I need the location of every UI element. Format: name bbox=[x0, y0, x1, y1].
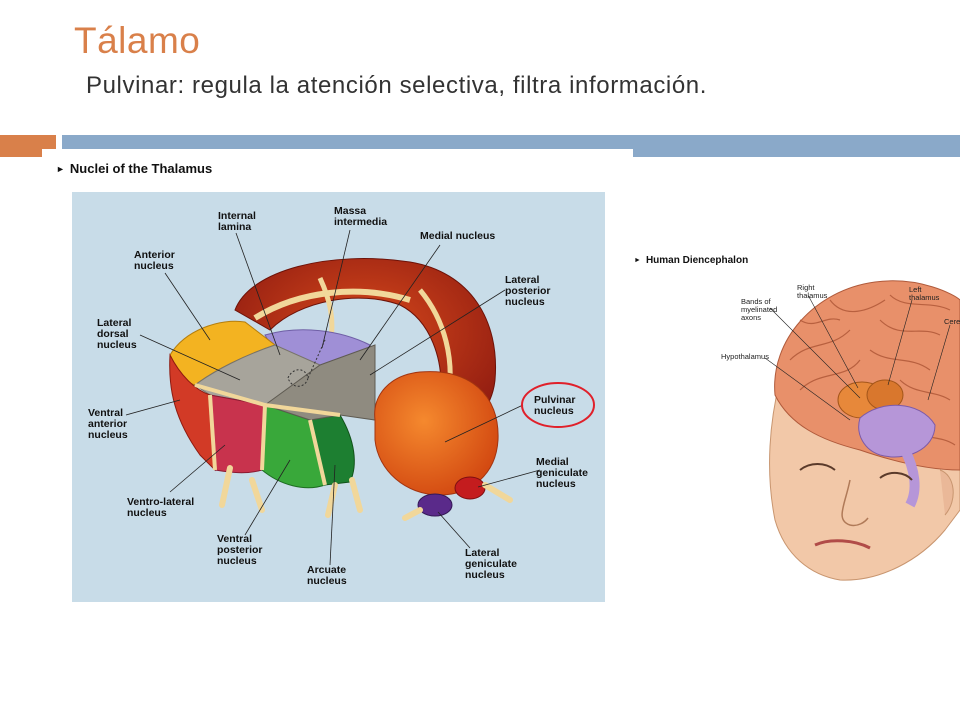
slide-subtitle: Pulvinar: regula la atención selectiva, … bbox=[86, 72, 708, 99]
slide-title: Tálamo bbox=[74, 20, 201, 61]
label-medial-geniculate: Medial geniculate nucleus bbox=[536, 456, 588, 490]
label-ventral-posterior: Ventral posterior nucleus bbox=[217, 533, 263, 567]
massa-intermedia-dash bbox=[307, 339, 326, 379]
triangle-bullet-icon: ► bbox=[634, 257, 641, 264]
label-left-thalamus: Left thalamus bbox=[909, 285, 940, 302]
fiber-2 bbox=[249, 477, 265, 513]
fiber-5 bbox=[482, 482, 513, 503]
massa-intermedia-outline bbox=[287, 369, 309, 387]
brainstem-purple bbox=[900, 447, 920, 508]
label-massa-intermedia: Massa intermedia bbox=[334, 205, 388, 228]
medial-geniculate-shape bbox=[454, 476, 486, 500]
label-anterior-nucleus: Anterior nucleus bbox=[134, 249, 175, 272]
human-head-illustration bbox=[764, 280, 960, 581]
triangle-bullet-icon: ► bbox=[56, 164, 65, 174]
fiber-1 bbox=[219, 465, 233, 508]
nose bbox=[841, 479, 869, 527]
label-arcuate: Arcuate nucleus bbox=[307, 564, 347, 587]
label-lateral-dorsal: Lateral dorsal nucleus bbox=[97, 317, 137, 351]
brain-gyri bbox=[789, 294, 956, 446]
fiber-4 bbox=[349, 477, 363, 513]
label-ventro-lateral: Ventro-lateral nucleus bbox=[127, 496, 195, 519]
ear bbox=[939, 469, 954, 516]
eye-right bbox=[799, 463, 836, 471]
figure-right-heading: ► Human Diencephalon bbox=[634, 255, 748, 266]
lamina-separator-2 bbox=[260, 404, 267, 471]
mouth bbox=[814, 539, 871, 550]
eye-left bbox=[879, 472, 913, 481]
pulvinar-shape bbox=[374, 371, 499, 496]
accent-bar-blue bbox=[62, 135, 960, 149]
label-cere: Cere bbox=[944, 317, 960, 326]
label-pulvinar: Pulvinar nucleus bbox=[534, 394, 576, 417]
lamina-separator-4 bbox=[194, 383, 341, 417]
lateral-geniculate-shape bbox=[417, 493, 453, 517]
label-ventral-anterior: Ventral anterior nucleus bbox=[88, 407, 128, 441]
internal-lamina-stripe bbox=[253, 288, 411, 321]
figure-right-heading-text: Human Diencephalon bbox=[645, 255, 749, 266]
head-leader-lines bbox=[764, 294, 951, 421]
leader-lines bbox=[125, 229, 541, 566]
label-internal-lamina: Internal lamina bbox=[218, 210, 256, 233]
accent-bar-gap bbox=[42, 149, 633, 157]
label-bands-myelinated: Bands of myelinated axons bbox=[741, 297, 778, 322]
label-medial-nucleus: Medial nucleus bbox=[420, 230, 496, 242]
figure-left-heading-text: Nuclei of the Thalamus bbox=[69, 161, 213, 176]
fiber-6 bbox=[402, 507, 423, 521]
pulvinar-highlight-circle bbox=[521, 382, 595, 428]
accent-bar-blue-lower bbox=[633, 149, 960, 157]
ventral-anterior-shape bbox=[169, 353, 216, 472]
label-lateral-posterior: Lateral posterior nucleus bbox=[505, 274, 551, 308]
label-hypothalamus: Hypothalamus bbox=[721, 352, 769, 361]
ventro-lateral-shape bbox=[209, 394, 266, 474]
label-lateral-geniculate: Lateral geniculate nucleus bbox=[465, 547, 517, 581]
label-right-thalamus: Right thalamus bbox=[797, 283, 828, 300]
lamina-separator-1 bbox=[208, 394, 217, 471]
figure-left-heading: ► Nuclei of the Thalamus bbox=[56, 161, 212, 176]
lamina-separator-3 bbox=[308, 419, 327, 486]
diencephalon-purple bbox=[858, 404, 936, 458]
